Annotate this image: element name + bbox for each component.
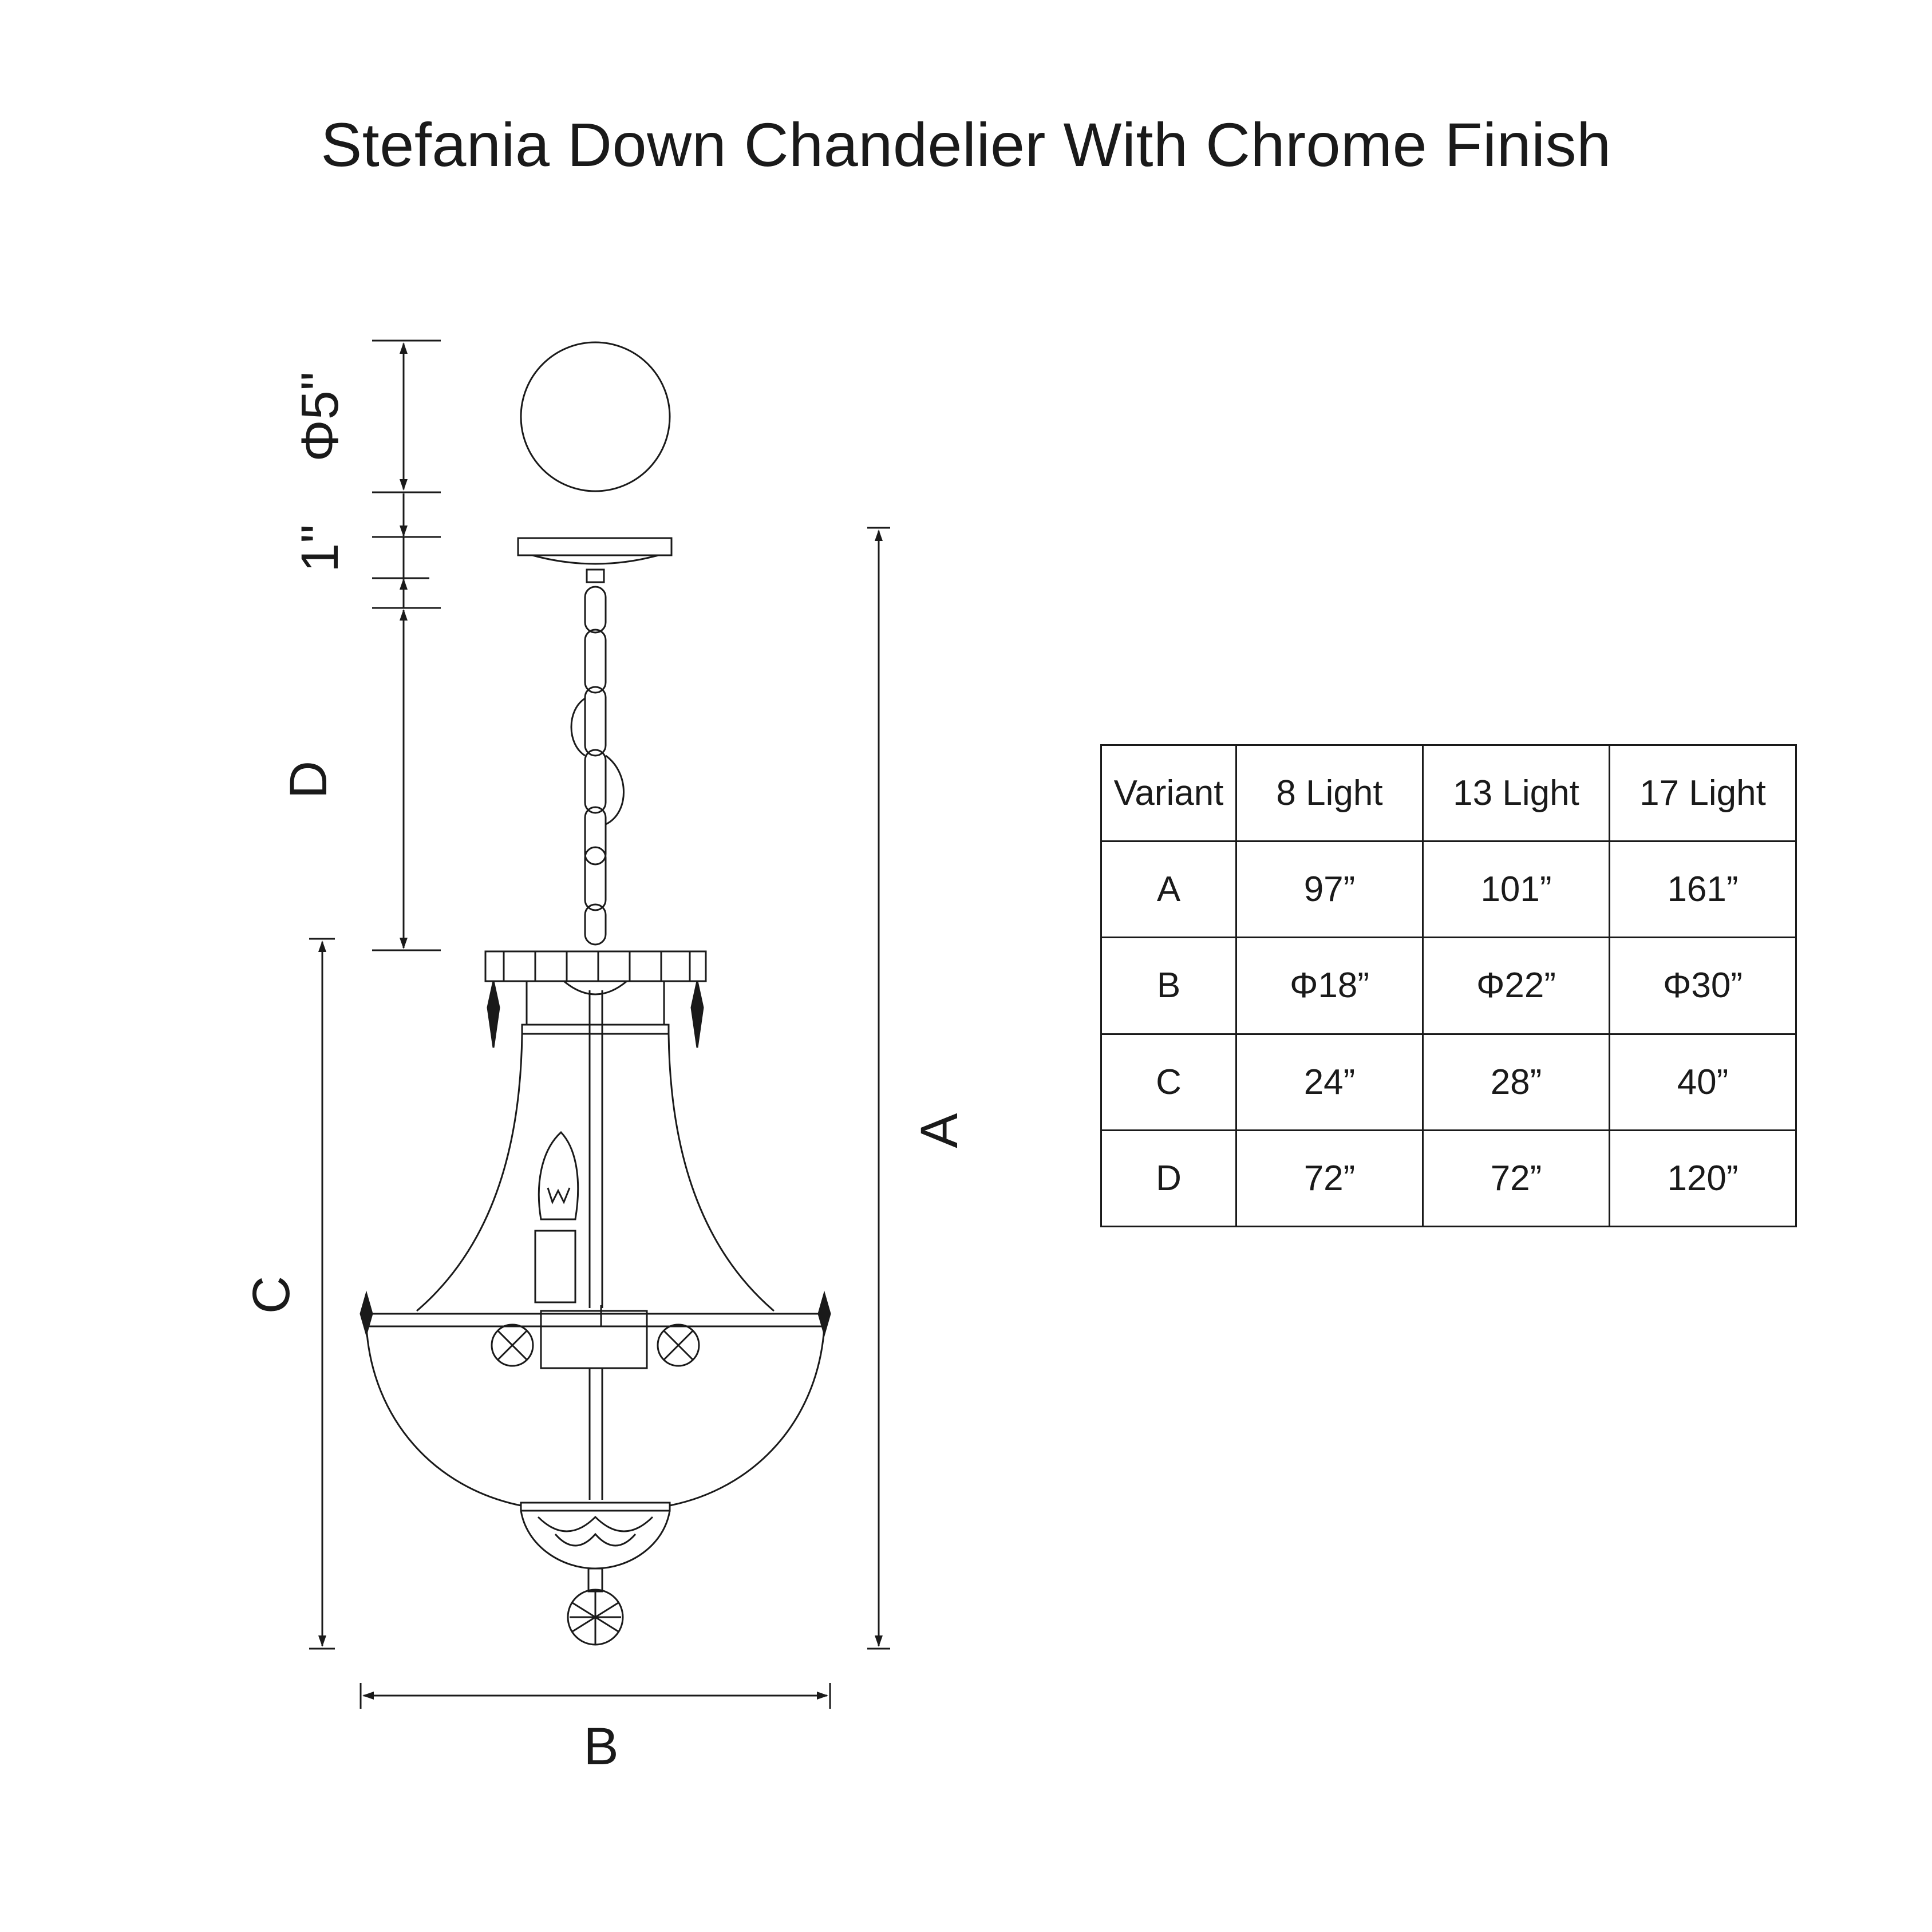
table-row: B Φ18” Φ22” Φ30” [1100, 937, 1797, 1035]
table-cell: Φ22” [1422, 937, 1610, 1035]
chain [570, 586, 625, 946]
label-canopy-diameter: Φ5" [291, 372, 349, 461]
lower-glass-bowl [365, 1326, 521, 1507]
table-header-cell: Variant [1100, 744, 1237, 843]
page-title: Stefania Down Chandelier With Chrome Fin… [321, 110, 1611, 179]
table-header-cell: 17 Light [1609, 744, 1797, 843]
table-cell: D [1100, 1129, 1237, 1228]
table-cell: 72” [1422, 1129, 1610, 1228]
canopy-top-view [520, 341, 671, 492]
table-cell: 101” [1422, 840, 1610, 939]
table-row: C 24” 28” 40” [1100, 1033, 1797, 1131]
center-stem [540, 990, 648, 1500]
label-body-height-c: C [242, 1276, 301, 1314]
table-cell: C [1100, 1033, 1237, 1131]
table-row: D 72” 72” 120” [1100, 1129, 1797, 1228]
table-row: A 97” 101” 161” [1100, 840, 1797, 939]
crystal-crown [484, 950, 707, 1048]
canopy-side-view [517, 537, 673, 583]
upper-glass-shade [416, 1033, 523, 1312]
table-cell: 40” [1609, 1033, 1797, 1131]
bottom-finial [520, 1502, 671, 1646]
arm-ring [359, 1290, 831, 1367]
table-header-row: Variant 8 Light 13 Light 17 Light [1100, 744, 1797, 843]
table-header-cell: 8 Light [1235, 744, 1424, 843]
table-cell: 97” [1235, 840, 1424, 939]
table-cell: 161” [1609, 840, 1797, 939]
table-cell: 24” [1235, 1033, 1424, 1131]
table-cell: 120” [1609, 1129, 1797, 1228]
table-cell: 28” [1422, 1033, 1610, 1131]
label-canopy-height: 1" [291, 524, 349, 572]
dimension-table: Variant 8 Light 13 Light 17 Light A 97” … [1100, 744, 1797, 1228]
table-cell: B [1100, 937, 1237, 1035]
table-cell: Φ30” [1609, 937, 1797, 1035]
label-width-b: B [583, 1717, 618, 1776]
candle-bulb [534, 1131, 579, 1303]
label-overall-height-a: A [910, 1113, 969, 1148]
table-cell: 72” [1235, 1129, 1424, 1228]
table-cell: Φ18” [1235, 937, 1424, 1035]
label-chain-d: D [279, 761, 338, 799]
table-cell: A [1100, 840, 1237, 939]
table-header-cell: 13 Light [1422, 744, 1610, 843]
